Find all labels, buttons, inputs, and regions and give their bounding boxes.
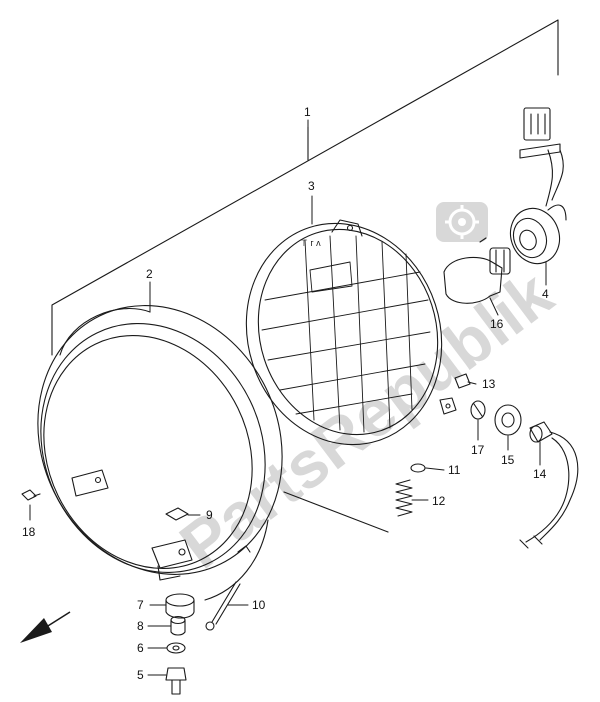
headlight-bulb [443, 237, 511, 304]
callout-3: 3 [308, 179, 315, 193]
collar-8 [170, 615, 186, 636]
callout-8: 8 [137, 619, 144, 633]
callout-16: 16 [490, 317, 504, 331]
screw-18 [21, 489, 41, 501]
callout-numbers: 1 2 3 4 5 6 7 8 9 10 11 12 13 14 15 16 1… [22, 105, 549, 682]
callout-2: 2 [146, 267, 153, 281]
callout-10: 10 [252, 598, 266, 612]
callout-14: 14 [533, 467, 547, 481]
watermark: PartsRepublik [166, 202, 566, 582]
sealed-beam-unit: ⊤ ᴦ ᴧ [245, 219, 457, 446]
callout-6: 6 [137, 641, 144, 655]
bolt-5 [165, 667, 187, 695]
callout-7: 7 [137, 598, 144, 612]
callout-12: 12 [432, 494, 446, 508]
watermark-text: PartsRepublik [166, 256, 565, 582]
svg-text:⊤ ᴦ ᴧ: ⊤ ᴦ ᴧ [300, 238, 321, 248]
grommet-15 [494, 404, 522, 436]
callout-18: 18 [22, 525, 36, 539]
callout-9: 9 [206, 508, 213, 522]
headlamp-rim [37, 305, 283, 601]
washer-6 [166, 642, 186, 654]
pilot-socket-14 [519, 421, 579, 549]
pilot-bulb-17 [470, 400, 486, 420]
callout-5: 5 [137, 668, 144, 682]
washer-11 [410, 463, 426, 473]
cushion-7 [165, 593, 195, 619]
callout-15: 15 [501, 453, 515, 467]
nut-9 [165, 507, 189, 521]
callout-17: 17 [471, 443, 485, 457]
callout-1: 1 [304, 105, 311, 119]
bulb-socket [509, 107, 567, 265]
leader-lines [29, 119, 547, 676]
gear-icon [436, 202, 488, 242]
spring-12 [395, 479, 413, 517]
callout-11: 11 [448, 463, 461, 477]
assembly-bracket [51, 19, 559, 533]
callout-13: 13 [482, 377, 496, 391]
clip-13 [454, 373, 471, 389]
front-direction-arrow-icon [20, 611, 71, 643]
callout-4: 4 [542, 287, 549, 301]
screw-10 [205, 581, 241, 631]
